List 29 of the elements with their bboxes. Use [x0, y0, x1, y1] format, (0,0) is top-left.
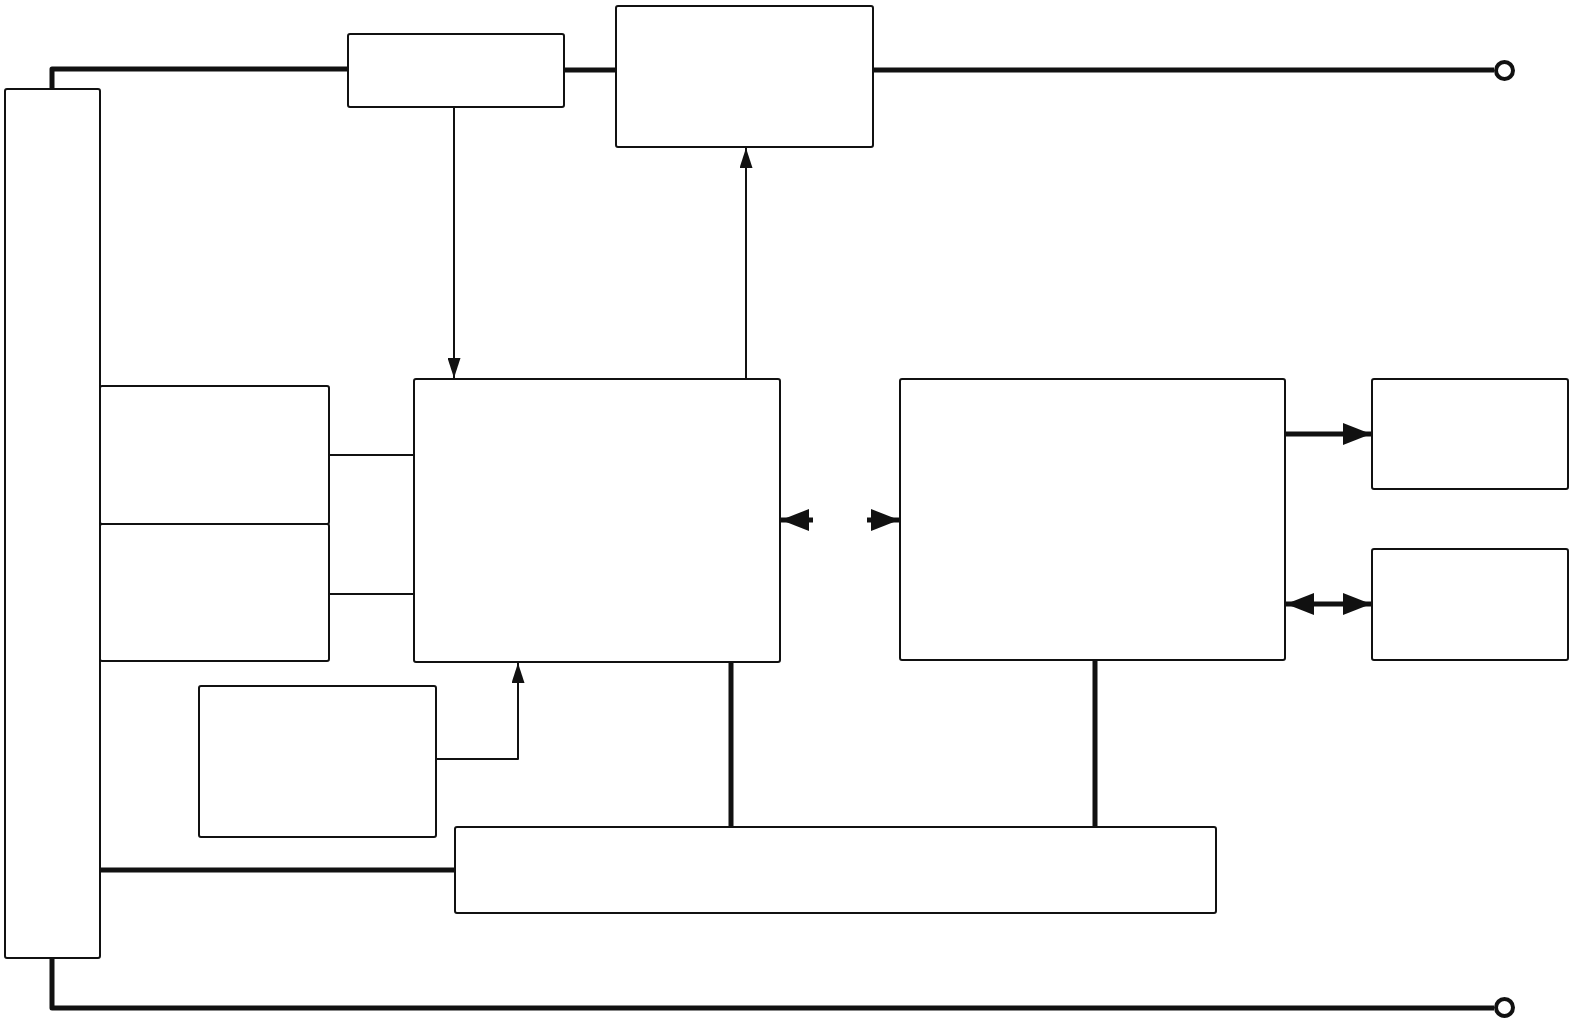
arrow	[436, 662, 525, 760]
block-box	[1371, 378, 1569, 490]
arrow	[781, 509, 813, 531]
connector-line	[49, 66, 347, 88]
connector-line	[101, 867, 454, 873]
block-box	[198, 685, 437, 838]
block-box	[615, 5, 874, 148]
connector-line	[874, 67, 1494, 73]
block-box	[1371, 548, 1569, 661]
connector-line	[1092, 661, 1098, 826]
arrow	[739, 147, 753, 379]
block-box	[347, 33, 565, 108]
arrow	[447, 107, 461, 379]
block-box	[454, 826, 1217, 914]
terminal-circle	[1494, 997, 1515, 1018]
block-box	[99, 385, 330, 525]
connector-line	[329, 593, 414, 595]
double-arrow	[1286, 593, 1371, 615]
connector-line	[49, 959, 1494, 1011]
block-box	[99, 523, 330, 662]
connector-line	[565, 67, 615, 73]
terminal-circle	[1494, 60, 1515, 81]
connector-line	[728, 663, 734, 826]
block-box	[4, 88, 101, 959]
arrow	[1286, 423, 1371, 445]
arrow	[867, 509, 899, 531]
block-box	[899, 378, 1286, 661]
block-box	[413, 378, 781, 663]
connector-line	[329, 454, 414, 456]
